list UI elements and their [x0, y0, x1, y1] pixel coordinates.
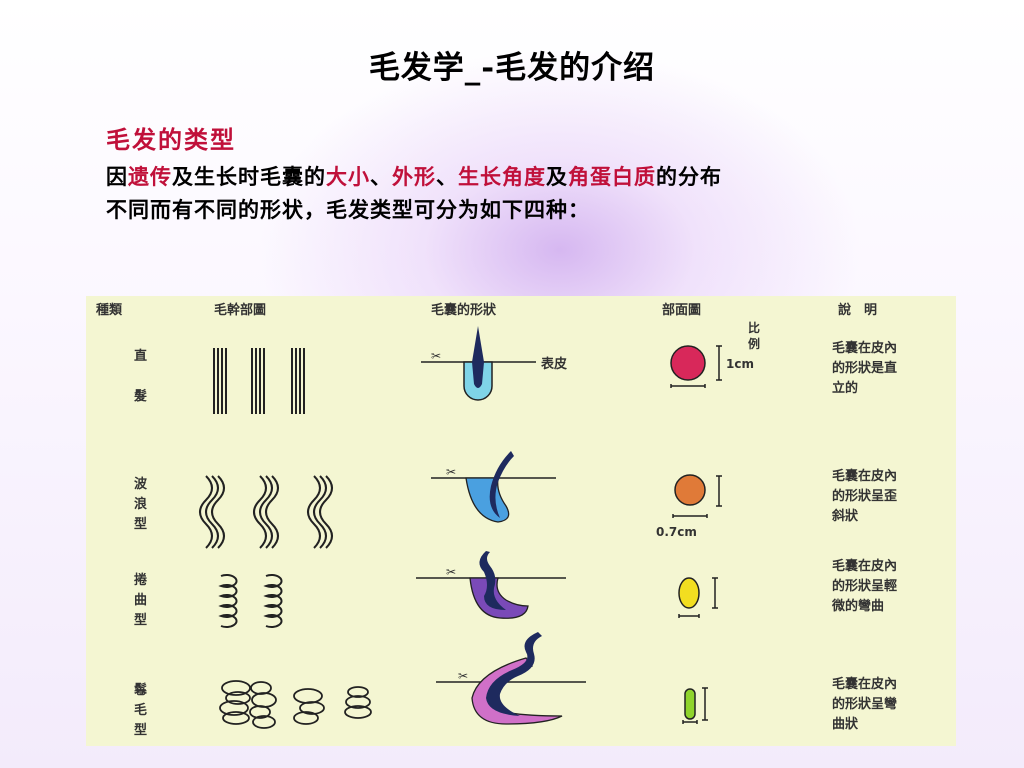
svg-text:的形狀呈彎: 的形狀呈彎 — [832, 696, 897, 712]
para-highlight: 遗传 — [128, 164, 172, 189]
kinky-hair-shafts — [219, 680, 372, 729]
row-name-wavy: 波 浪 型 — [134, 476, 148, 532]
svg-text:毛囊在皮內: 毛囊在皮內 — [832, 468, 897, 484]
hair-types-diagram: 種類 毛幹部圖 毛囊的形狀 部面圖 說 明 直 髮 波 浪 型 捲 曲 型 鬈 … — [96, 302, 897, 738]
slide-title: 毛发学_-毛发的介绍 — [368, 50, 656, 86]
svg-text:型: 型 — [134, 612, 147, 628]
para-highlight: 角蛋白质 — [568, 164, 656, 189]
scissors-icon: ✂ — [431, 349, 441, 363]
svg-text:髮: 髮 — [134, 388, 147, 404]
svg-text:型: 型 — [134, 722, 147, 738]
desc-wavy: 毛囊在皮內 的形狀呈歪 斜狀 — [831, 468, 897, 524]
epidermis-label: 表皮 — [540, 356, 567, 372]
svg-text:曲: 曲 — [134, 592, 147, 608]
svg-text:微的彎曲: 微的彎曲 — [831, 598, 884, 614]
svg-text:✂: ✂ — [446, 565, 456, 579]
curly-hair-shafts — [218, 574, 283, 628]
svg-text:立的: 立的 — [832, 380, 858, 396]
para-text: 及 — [546, 164, 568, 189]
svg-text:直: 直 — [134, 348, 147, 364]
svg-text:的形狀呈歪: 的形狀呈歪 — [832, 488, 897, 504]
hair-types-figure: 種類 毛幹部圖 毛囊的形狀 部面圖 說 明 直 髮 波 浪 型 捲 曲 型 鬈 … — [86, 296, 956, 746]
para-text: 因 — [106, 164, 128, 189]
para-text: 及生长时毛囊的 — [172, 164, 326, 189]
desc-kinky: 毛囊在皮內 的形狀呈彎 曲狀 — [832, 676, 897, 732]
scale-0-7cm: 0.7cm — [656, 525, 697, 539]
svg-text:✂: ✂ — [446, 465, 456, 479]
row-name-straight: 直 髮 — [134, 348, 147, 404]
svg-text:毛囊在皮內: 毛囊在皮內 — [832, 340, 897, 356]
intro-paragraph: 因遗传及生长时毛囊的大小、外形、生长角度及角蛋白质的分布 不同而有不同的形状，毛… — [106, 160, 926, 226]
para-text: 、 — [370, 164, 392, 189]
wavy-hair-shafts — [199, 475, 333, 549]
scale-label-1: 比 — [748, 320, 760, 335]
header-shaft: 毛幹部圖 — [214, 302, 266, 318]
svg-text:的形狀是直: 的形狀是直 — [832, 360, 897, 376]
svg-text:曲狀: 曲狀 — [832, 716, 859, 732]
cross-section-curly — [678, 577, 718, 618]
follicle-curly: ✂ — [416, 551, 566, 619]
cross-section-straight: 1cm — [670, 345, 754, 388]
para-line-2: 不同而有不同的形状，毛发类型可分为如下四种： — [106, 197, 590, 222]
svg-text:毛: 毛 — [134, 702, 147, 718]
cross-section-wavy: 0.7cm — [656, 474, 722, 539]
header-section: 部面圖 — [662, 302, 701, 318]
svg-text:毛囊在皮內: 毛囊在皮內 — [832, 558, 897, 574]
svg-text:捲: 捲 — [134, 572, 148, 588]
straight-hair-shafts — [213, 348, 305, 414]
section-subtitle: 毛发的类型 — [106, 125, 236, 154]
row-name-kinky: 鬈 毛 型 — [134, 682, 148, 738]
para-highlight: 大小 — [326, 164, 370, 189]
para-text: 的分布 — [656, 164, 722, 189]
follicle-kinky: ✂ — [436, 632, 586, 725]
svg-text:✂: ✂ — [458, 669, 468, 683]
header-follicle: 毛囊的形狀 — [431, 302, 497, 318]
svg-text:浪: 浪 — [134, 496, 147, 512]
cross-section-kinky — [682, 687, 708, 724]
svg-text:鬈: 鬈 — [134, 682, 148, 698]
follicle-wavy: ✂ — [431, 451, 556, 523]
para-highlight: 外形 — [392, 164, 436, 189]
desc-straight: 毛囊在皮內 的形狀是直 立的 — [832, 340, 897, 396]
header-type: 種類 — [96, 302, 123, 318]
scale-label-2: 例 — [748, 336, 760, 351]
desc-curly: 毛囊在皮內 的形狀呈輕 微的彎曲 — [831, 558, 897, 614]
svg-text:型: 型 — [134, 516, 147, 532]
svg-text:的形狀呈輕: 的形狀呈輕 — [832, 578, 897, 594]
svg-text:波: 波 — [134, 476, 148, 492]
para-highlight: 生长角度 — [458, 164, 546, 189]
scale-1cm: 1cm — [726, 357, 754, 371]
para-text: 、 — [436, 164, 458, 189]
svg-text:毛囊在皮內: 毛囊在皮內 — [832, 676, 897, 692]
header-desc: 說 明 — [838, 302, 877, 318]
follicle-straight: ✂ 表皮 — [421, 326, 567, 401]
row-name-curly: 捲 曲 型 — [134, 572, 148, 628]
svg-text:斜狀: 斜狀 — [831, 508, 859, 524]
